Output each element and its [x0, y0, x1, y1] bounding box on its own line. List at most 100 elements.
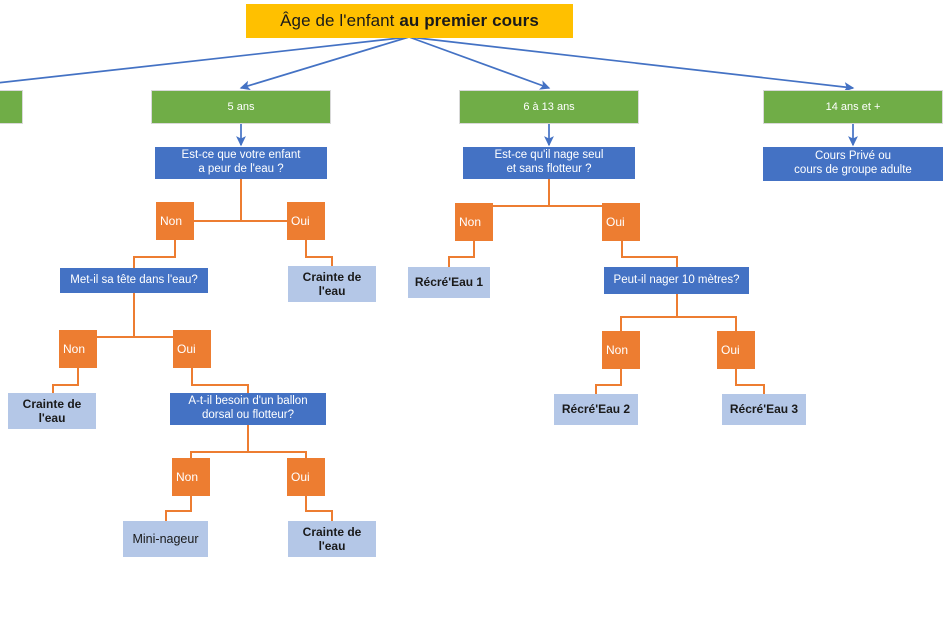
- result-recre-eau-2-label: Récré'Eau 2: [561, 402, 631, 417]
- connector-q3oui-stem: [305, 496, 307, 511]
- connector-q2-crossbar: [78, 336, 193, 338]
- connector-m1-stem: [548, 179, 550, 206]
- decision-q3-non[interactable]: Non: [172, 458, 210, 496]
- result-crainte-eau-q2non-line2: l'eau: [38, 411, 66, 425]
- age-group-6-13-ans[interactable]: 6 à 13 ans: [459, 90, 639, 124]
- connector-m2-crossbar: [620, 316, 736, 318]
- arrow-to-age-6-13: [408, 36, 551, 90]
- connector-q2oui-jog: [191, 384, 248, 386]
- decision-m2-non-label: Non: [606, 342, 629, 357]
- connector-q2oui-stem: [191, 368, 193, 385]
- connector-m2non-jog: [595, 384, 622, 386]
- result-recre-eau-1-label: Récré'Eau 1: [414, 275, 484, 290]
- age-group-offscreen[interactable]: [0, 90, 23, 124]
- connector-q2non-jog: [52, 384, 79, 386]
- connector-m2-right-drop: [735, 316, 737, 332]
- result-cours-prive-line1: Cours Privé ou: [814, 150, 892, 163]
- connector-q3-stem: [247, 425, 249, 452]
- decision-q2-oui-label: Oui: [177, 341, 196, 356]
- question-peur-de-leau[interactable]: Est-ce que votre enfant a peur de l'eau …: [155, 147, 327, 179]
- connector-m1non-jog: [448, 256, 475, 258]
- result-crainte-eau-q1oui-line2: l'eau: [318, 284, 346, 298]
- result-crainte-eau-q2non[interactable]: Crainte de l'eau: [8, 393, 96, 429]
- result-cours-prive[interactable]: Cours Privé ou cours de groupe adulte: [763, 147, 943, 181]
- question-peur-de-leau-line1: Est-ce que votre enfant: [181, 149, 301, 162]
- question-tete-dans-leau-label: Met-il sa tête dans l'eau?: [70, 273, 198, 286]
- connector-q2non-drop: [52, 384, 54, 393]
- connector-m1oui-jog: [621, 256, 677, 258]
- connector-m2oui-jog: [735, 384, 764, 386]
- connector-q1oui-stem: [305, 240, 307, 257]
- connector-q3oui-drop: [331, 510, 333, 521]
- question-ballon-dorsal-line1: A-t-il besoin d'un ballon: [188, 395, 308, 408]
- age-group-5-ans[interactable]: 5 ans: [151, 90, 331, 124]
- question-tete-dans-leau[interactable]: Met-il sa tête dans l'eau?: [60, 268, 208, 293]
- result-mini-nageur[interactable]: Mini-nageur: [123, 521, 208, 557]
- question-ballon-dorsal[interactable]: A-t-il besoin d'un ballon dorsal ou flot…: [170, 393, 326, 425]
- question-nage-seul-line2: et sans flotteur ?: [506, 163, 592, 175]
- arrow-to-offscreen: [0, 36, 410, 84]
- result-recre-eau-3[interactable]: Récré'Eau 3: [722, 394, 806, 425]
- connector-q1non-drop: [133, 256, 135, 268]
- connector-m2oui-stem: [735, 369, 737, 385]
- connector-q3-left-drop: [190, 451, 192, 459]
- connector-m2non-stem: [620, 369, 622, 385]
- decision-m2-oui[interactable]: Oui: [717, 331, 755, 369]
- result-crainte-eau-q2non-line1: Crainte de: [22, 396, 82, 411]
- result-recre-eau-1[interactable]: Récré'Eau 1: [408, 267, 490, 298]
- decision-q3-non-label: Non: [176, 469, 199, 484]
- decision-m1-non-label: Non: [459, 214, 482, 229]
- connector-q2oui-drop: [247, 384, 249, 393]
- connector-m1oui-stem: [621, 241, 623, 257]
- question-nager-10-metres[interactable]: Peut-il nager 10 mètres?: [604, 267, 749, 294]
- connector-q3oui-jog: [305, 510, 332, 512]
- result-crainte-eau-q1oui[interactable]: Crainte de l'eau: [288, 266, 376, 302]
- age-group-14-plus[interactable]: 14 ans et +: [763, 90, 943, 124]
- connector-m2oui-drop: [763, 384, 765, 394]
- result-crainte-eau-q1oui-line1: Crainte de: [302, 269, 362, 284]
- connector-q3non-drop: [165, 510, 167, 521]
- question-nage-seul-line1: Est-ce qu'il nage seul: [494, 149, 604, 162]
- decision-m2-non[interactable]: Non: [602, 331, 640, 369]
- decision-m2-oui-label: Oui: [721, 342, 740, 357]
- age-group-6-13-ans-label: 6 à 13 ans: [523, 100, 575, 113]
- page-title: Âge de l'enfant au premier cours: [246, 4, 573, 38]
- connector-q2non-stem: [77, 368, 79, 385]
- connector-q1-crossbar: [175, 220, 323, 222]
- connector-q1oui-jog: [305, 256, 332, 258]
- connector-q2-stem: [133, 293, 135, 337]
- decision-q2-non-label: Non: [63, 341, 86, 356]
- page-title-prefix: Âge de l'enfant: [280, 10, 400, 30]
- question-nage-seul[interactable]: Est-ce qu'il nage seul et sans flotteur …: [463, 147, 635, 179]
- connector-q1-stem: [240, 179, 242, 221]
- decision-m1-non[interactable]: Non: [455, 203, 493, 241]
- result-recre-eau-2[interactable]: Récré'Eau 2: [554, 394, 638, 425]
- decision-q1-non[interactable]: Non: [156, 202, 194, 240]
- connector-m1oui-drop: [676, 256, 678, 267]
- decision-q2-oui[interactable]: Oui: [173, 330, 211, 368]
- question-ballon-dorsal-line2: dorsal ou flotteur?: [201, 409, 295, 421]
- connector-q3-right-drop: [305, 451, 307, 459]
- result-cours-prive-line2: cours de groupe adulte: [794, 164, 912, 176]
- connector-m2-left-drop: [620, 316, 622, 332]
- decision-q1-non-label: Non: [160, 213, 183, 228]
- decision-q3-oui[interactable]: Oui: [287, 458, 325, 496]
- result-recre-eau-3-label: Récré'Eau 3: [729, 402, 799, 417]
- result-mini-nageur-label: Mini-nageur: [132, 531, 199, 546]
- connector-q1non-stem: [174, 240, 176, 257]
- connector-q1non-jog: [133, 256, 176, 258]
- connector-m1non-stem: [473, 241, 475, 257]
- connector-q3-crossbar: [190, 451, 306, 453]
- decision-m1-oui[interactable]: Oui: [602, 203, 640, 241]
- page-title-emphasis: au premier cours: [399, 10, 539, 30]
- age-group-14-plus-label: 14 ans et +: [825, 100, 881, 113]
- connector-q1oui-drop: [331, 256, 333, 266]
- connector-m1-crossbar: [473, 205, 622, 207]
- connector-m2non-drop: [595, 384, 597, 394]
- decision-q1-oui[interactable]: Oui: [287, 202, 325, 240]
- arrow-to-age-14-plus: [408, 36, 855, 92]
- result-crainte-eau-q3oui[interactable]: Crainte de l'eau: [288, 521, 376, 557]
- question-peur-de-leau-line2: a peur de l'eau ?: [198, 163, 284, 175]
- decision-q3-oui-label: Oui: [291, 469, 310, 484]
- decision-q2-non[interactable]: Non: [59, 330, 97, 368]
